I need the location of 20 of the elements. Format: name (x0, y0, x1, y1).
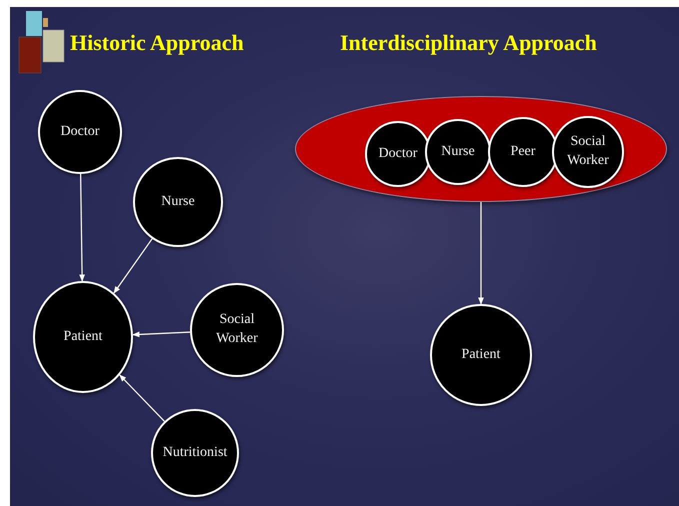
section-heading: Interdisciplinary Approach (340, 30, 597, 56)
arrow (79, 174, 85, 282)
node-label: Peer (510, 142, 536, 161)
arrow (478, 202, 484, 305)
role-circle (425, 119, 491, 185)
node-label: Doctor (378, 144, 418, 163)
role-circle (552, 116, 624, 188)
arrow (119, 374, 165, 422)
node-label: Nutritionist (162, 444, 228, 462)
node-label: Social Worker (215, 311, 259, 348)
node-label: Patient (462, 346, 500, 364)
section-heading: Historic Approach (70, 30, 244, 56)
arrow (113, 238, 153, 294)
node-label: Patient (64, 328, 102, 346)
node-label: Doctor (60, 122, 100, 141)
node-label: Nurse (441, 142, 475, 161)
arrow (132, 332, 190, 338)
role-circle (365, 121, 431, 187)
node-label: Social Worker (566, 133, 610, 170)
node-label: Nurse (161, 192, 195, 211)
